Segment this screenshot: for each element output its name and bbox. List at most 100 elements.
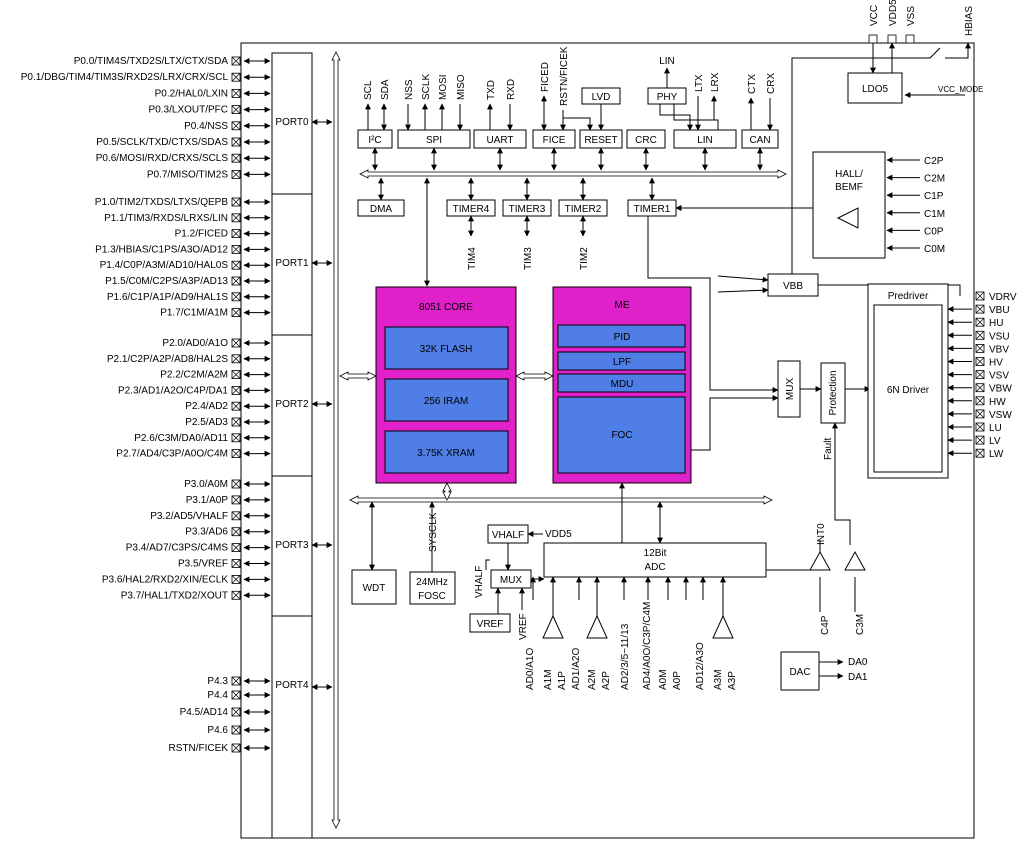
sda-label: SDA (380, 79, 391, 100)
timer3-block (502, 199, 552, 217)
left-pin-label: P4.5/AD14 (180, 707, 229, 718)
analog-pin-label: AD2/3/5~11/13 (620, 623, 631, 690)
lvd-label: LVD (592, 92, 611, 103)
vref-label: VREF (477, 619, 504, 630)
pin-pad-cross (975, 370, 985, 379)
pin-pad-cross (231, 245, 241, 254)
pin-pad-cross (231, 449, 241, 458)
left-pin-label: P3.3/AD6 (185, 527, 228, 538)
pin-pad-cross (231, 511, 241, 521)
left-pin-label: P3.6/HAL2/RXD2/XIN/ECLK (102, 574, 228, 585)
dac-block (780, 651, 820, 691)
can-label: CAN (749, 135, 770, 146)
core-links (339, 216, 779, 571)
phy-label: PHY (657, 92, 678, 103)
txd-label: TXD (486, 80, 497, 100)
analog-pin-label: A3P (727, 671, 738, 690)
vcc-pin-label: VCC (869, 5, 880, 26)
analog-pin-label: AD12/A3O (695, 642, 706, 690)
pid-label: PID (614, 332, 631, 343)
pin-pad-cross (231, 575, 241, 584)
xram-block (384, 430, 509, 474)
pin-pad-cross (231, 213, 241, 223)
pin-pad-cross (231, 170, 241, 179)
pin-pad-cross (231, 153, 241, 163)
sclk-label: SCLK (421, 74, 432, 100)
left-pin-label: RSTN/FICEK (169, 743, 229, 754)
comparator-c3 (844, 550, 866, 571)
vss-pad (905, 34, 915, 44)
left-pin-label: P0.6/MOSI/RXD/CRXS/SCLS (96, 153, 229, 164)
pid-block (557, 324, 686, 348)
driver-label: 6N Driver (887, 385, 930, 396)
pin-pad-cross (231, 338, 241, 348)
iram-label: 256 IRAM (424, 396, 468, 407)
left-pin-label: P3.7/HAL1/TXD2/XOUT (121, 590, 228, 601)
analog-pin-label: A0M (658, 669, 669, 690)
ldo5-label: LDO5 (862, 84, 889, 95)
iram-block (384, 378, 509, 422)
ctx-label: CTX (747, 74, 758, 94)
flash-block (384, 326, 509, 370)
port-block (271, 615, 313, 839)
port-label: PORT2 (275, 399, 309, 410)
power-section: VCC VDD5 VSS HBIAS LDO5 VCC_MODE (791, 0, 983, 274)
core-8051: 8051 CORE 32K FLASH 256 IRAM 3.75K XRAM (375, 286, 517, 484)
adc-bits-label: 12Bit (644, 548, 667, 559)
pin-pad-cross (231, 433, 241, 443)
adc-label: ADC (644, 562, 665, 573)
analog-pin-label: A2M (587, 669, 598, 690)
right-pin-label: VDRV (989, 292, 1017, 303)
uart-label: UART (486, 135, 513, 146)
mosi-label: MOSI (438, 74, 449, 100)
pin-pad-cross (231, 354, 241, 364)
pin-pad-cross (231, 260, 241, 270)
pin-pad-cross (975, 344, 985, 353)
pin-pad-cross (975, 304, 985, 314)
vref-block (469, 613, 511, 633)
right-pin-label: LV (989, 436, 1001, 447)
hall-input-label: C2P (924, 156, 944, 167)
left-pin-label: P0.5/SCLK/TXD/CTXS/SDAS (96, 137, 228, 148)
pin-pad-cross (231, 56, 241, 66)
hall-input-label: C0M (924, 244, 945, 255)
adc-block (543, 542, 767, 578)
left-pin-label: P1.3/HBIAS/C1PS/A3O/AD12 (95, 244, 228, 255)
pin-pad-cross (231, 495, 241, 505)
crc-label: CRC (635, 135, 657, 146)
left-pin-label: P2.5/AD3 (185, 417, 228, 428)
left-pin-label: P2.7/AD4/C3P/A0O/C4M (116, 449, 228, 460)
right-pin-label: VSW (989, 410, 1012, 421)
timer4-block (446, 199, 496, 217)
left-pin-label: P0.4/NSS (184, 121, 228, 132)
vdd5-pin-label: VDD5 (888, 0, 899, 26)
right-pin-label: VBV (989, 344, 1009, 355)
motion-engine: ME PID LPF MDU FOC (552, 286, 692, 484)
peripheral-bus-links (365, 67, 773, 287)
crx-label: CRX (766, 73, 777, 94)
pin-pad-cross (975, 317, 985, 327)
reset-label: RESET (584, 135, 617, 146)
vhalf-vertical-label: VHALF (474, 566, 485, 598)
mux-protection: MUX Protection Fault (777, 360, 871, 545)
left-pin-label: P1.6/C1P/A1P/AD9/HAL1S (107, 292, 229, 303)
port-block (271, 334, 313, 477)
left-pin-label: P2.0/AD0/A1O (162, 338, 228, 349)
predriver-group: Predriver 6N Driver VDRVVBUHUVSUVBVHVVSV… (867, 283, 1017, 479)
hall-input-label: C0P (924, 226, 944, 237)
wdt-label: WDT (363, 583, 386, 594)
tim2-label: TIM2 (579, 247, 590, 270)
left-pin-label: P1.0/TIM2/TXDS/LTXS/QEPB (95, 197, 229, 208)
right-pin-label: HV (989, 358, 1003, 369)
ldo5-block (847, 72, 903, 104)
dma-label: DMA (370, 204, 393, 215)
port-label: PORT0 (275, 117, 309, 128)
timer1-label: TIMER1 (634, 204, 671, 215)
pin-pad-cross (231, 725, 241, 735)
vdd5-pad (887, 34, 897, 44)
pin-pad-cross (231, 292, 241, 302)
ltx-label: LTX (694, 74, 705, 92)
right-pin-label: VSU (989, 331, 1010, 342)
